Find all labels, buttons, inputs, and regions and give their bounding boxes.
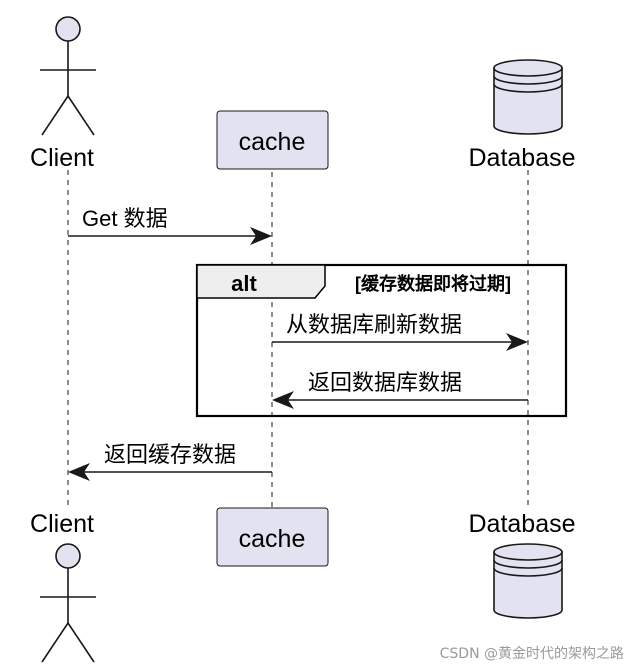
alt-fragment-header (196, 264, 326, 299)
alt-condition: [缓存数据即将过期] (355, 273, 511, 294)
client-actor-top (40, 16, 96, 136)
client-actor-bottom (40, 543, 96, 663)
watermark: CSDN @黄金时代的架构之路 (440, 645, 624, 662)
arrowhead-4 (68, 463, 90, 481)
message-label-1: Get 数据 (82, 206, 168, 231)
database-icon-bottom (493, 543, 563, 619)
alt-fragment (195, 263, 568, 418)
message-label-4: 返回缓存数据 (104, 442, 236, 467)
database-label-top: Database (468, 144, 575, 172)
arrowhead-1 (250, 227, 272, 245)
arrowhead-3 (272, 391, 294, 409)
cache-box-bottom (216, 507, 329, 567)
cache-box-top (216, 110, 329, 170)
client-label-bottom: Client (30, 510, 94, 538)
cache-label-top: cache (239, 128, 306, 156)
message-label-2: 从数据库刷新数据 (286, 312, 462, 337)
arrowhead-2 (506, 333, 528, 351)
client-label-top: Client (30, 144, 94, 172)
alt-keyword: alt (231, 271, 257, 296)
message-label-3: 返回数据库数据 (308, 370, 462, 395)
database-icon-top (493, 59, 563, 135)
cache-label-bottom: cache (239, 525, 306, 553)
database-label-bottom: Database (468, 510, 575, 538)
